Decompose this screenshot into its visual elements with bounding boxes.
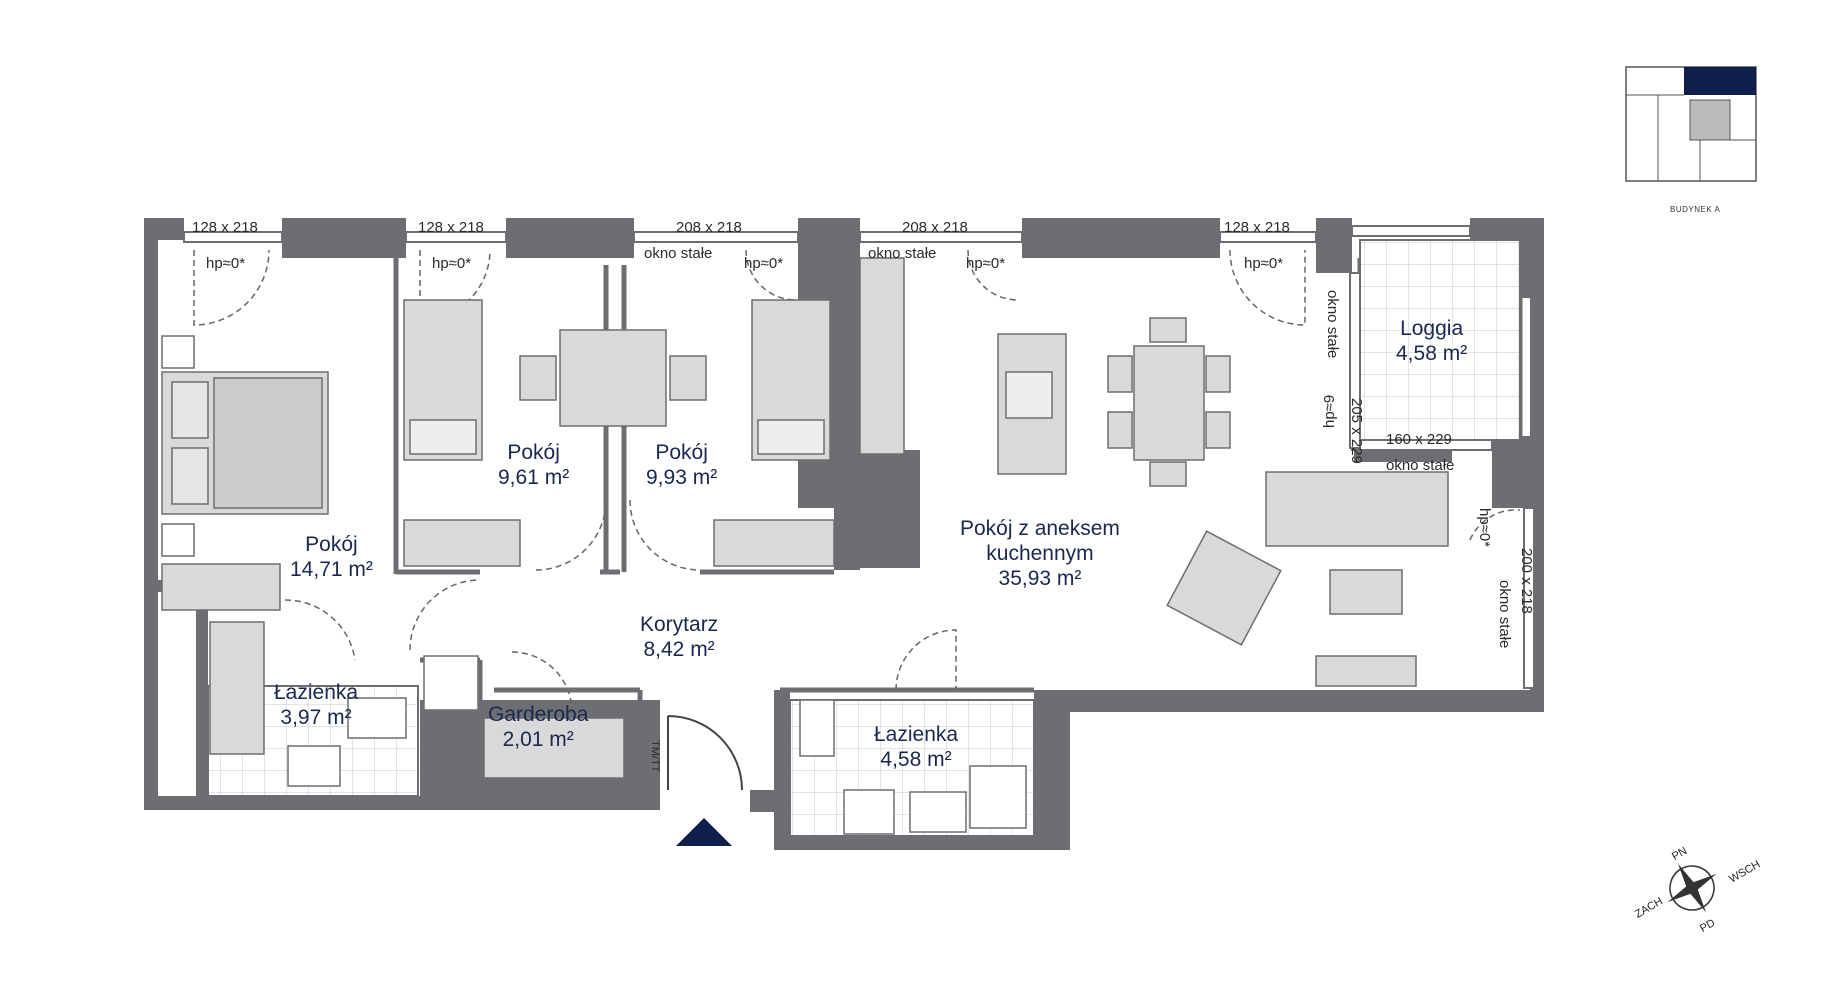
fixed-window-note-5: okno stałe xyxy=(1496,580,1513,649)
window-dim-1: 128 x 218 xyxy=(192,219,258,236)
room-label-loggia: Loggia 4,58 m² xyxy=(1396,316,1467,366)
fixed-window-note-4: okno stałe xyxy=(1324,290,1341,359)
room-label-garderoba: Garderoba 2,01 m² xyxy=(488,702,588,752)
room-area: 8,42 m² xyxy=(643,638,715,662)
room-label-pokoj-3: Pokój 9,93 m² xyxy=(646,440,717,490)
door-swings xyxy=(193,249,1521,713)
hp-note-6: hp≈9 xyxy=(1321,394,1338,428)
window-dim-3: 208 x 218 xyxy=(676,219,742,236)
hp-note-2: hp≈0* xyxy=(432,255,472,272)
room-name: Pokój xyxy=(507,441,560,464)
room-name: Garderoba xyxy=(488,703,589,726)
room-area: 14,71 m² xyxy=(290,558,373,582)
hp-note-4: hp≈0* xyxy=(966,255,1006,272)
room-area: 2,01 m² xyxy=(502,728,574,752)
room-label-lazienka-1: Łazienka 3,97 m² xyxy=(274,680,358,730)
hp-note-5: hp≈0* xyxy=(1244,255,1284,272)
room-name: Pokój xyxy=(305,533,358,556)
room-name: Łazienka xyxy=(274,681,359,704)
entrance-door xyxy=(667,715,743,791)
fixed-window-note-2: okno stałe xyxy=(868,245,937,262)
compass-rose xyxy=(1667,863,1717,913)
tmtt-label: TM/TT xyxy=(649,740,661,773)
room-area: 35,93 m² xyxy=(998,567,1082,591)
room-area: 4,58 m² xyxy=(880,748,952,772)
minimap-caption: BUDYNEK A xyxy=(1670,205,1721,214)
fixed-window-note-3: okno stałe xyxy=(1386,457,1455,474)
furniture xyxy=(161,257,1449,835)
room-name: Korytarz xyxy=(640,613,719,636)
window-dim-4: 208 x 218 xyxy=(902,219,968,236)
windows xyxy=(183,225,1535,689)
building-minimap xyxy=(1625,66,1757,182)
room-label-korytarz: Korytarz 8,42 m² xyxy=(640,612,718,662)
hp-note-3: hp≈0* xyxy=(744,255,784,272)
room-name: Łazienka xyxy=(874,723,959,746)
room-area: 4,58 m² xyxy=(1396,342,1468,366)
room-label-lazienka-2: Łazienka 4,58 m² xyxy=(874,722,958,772)
window-dim-5: 128 x 218 xyxy=(1224,219,1290,236)
room-area: 3,97 m² xyxy=(280,706,352,730)
room-name: Pokój xyxy=(655,441,708,464)
entrance-arrow xyxy=(676,818,732,846)
room-area: 9,93 m² xyxy=(646,466,718,490)
window-dim-6: 205 x 229 xyxy=(1348,398,1365,464)
room-label-living: Pokój z aneksem kuchennym 35,93 m² xyxy=(960,516,1120,592)
room-label-pokoj-1: Pokój 14,71 m² xyxy=(290,532,373,582)
fixed-window-note-1: okno stałe xyxy=(644,245,713,262)
window-dim-8: 200 x 218 xyxy=(1518,548,1535,614)
room-name: Loggia xyxy=(1400,317,1464,340)
room-label-pokoj-2: Pokój 9,61 m² xyxy=(498,440,569,490)
window-dim-7: 160 x 229 xyxy=(1386,431,1452,448)
hp-note-1: hp≈0* xyxy=(206,255,246,272)
room-name-2: kuchennym xyxy=(986,542,1094,566)
room-name: Pokój z aneksem xyxy=(960,517,1120,540)
window-dim-2: 128 x 218 xyxy=(418,219,484,236)
hp-note-7: hp≈0* xyxy=(1476,508,1493,548)
room-area: 9,61 m² xyxy=(498,466,570,490)
